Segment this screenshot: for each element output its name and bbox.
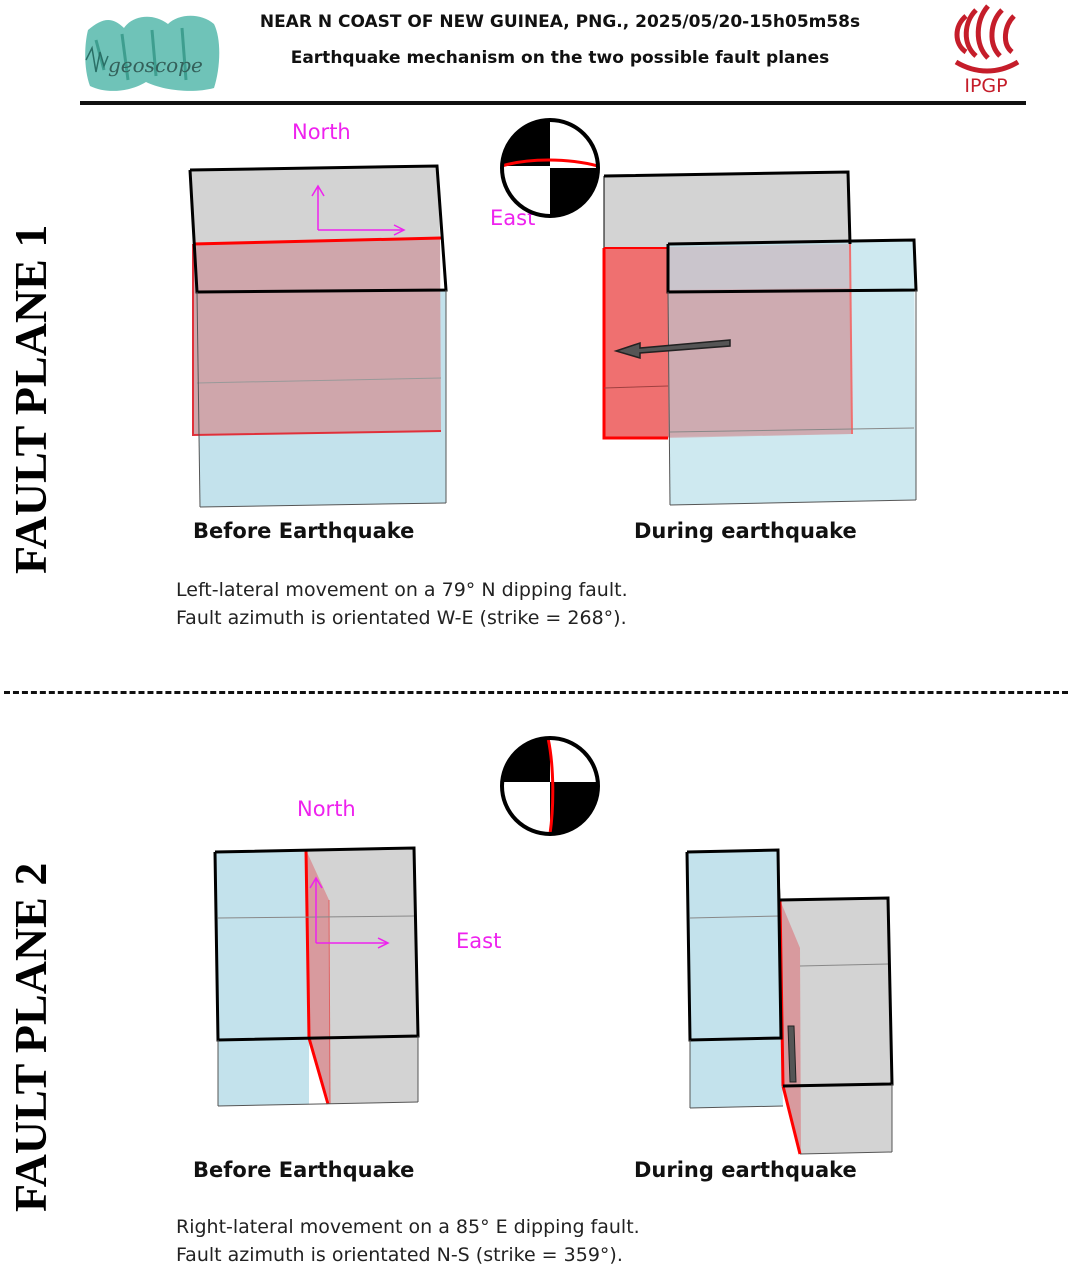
- plane1-before-caption: Before Earthquake: [193, 519, 415, 543]
- plane1-during-north-top: [604, 172, 850, 248]
- plane1-before-diagram: [188, 164, 448, 508]
- plane2-before-west-block: [215, 850, 309, 1040]
- ipgp-logo-text: IPGP: [964, 75, 1007, 97]
- header-subtitle: Earthquake mechanism on the two possible…: [290, 48, 830, 68]
- plane2-slip-arrow: [787, 1025, 797, 1083]
- geoscope-logo-text: geoscope: [108, 53, 203, 77]
- plane1-north-label: North: [292, 120, 351, 144]
- plane1-before-fault-plane: [193, 238, 441, 435]
- geoscope-logo: geoscope: [85, 15, 220, 91]
- plane2-description-line2: Fault azimuth is orientated N-S (strike …: [176, 1244, 623, 1266]
- plane1-beachball: [500, 118, 600, 218]
- plane1-slip-arrow: [613, 339, 731, 359]
- plane2-north-label: North: [297, 797, 356, 821]
- header-rule: [80, 101, 1026, 105]
- plane2-beachball: [500, 736, 600, 836]
- plane2-during-caption: During earthquake: [634, 1158, 857, 1182]
- plane2-description-line1: Right-lateral movement on a 85° E dippin…: [176, 1216, 640, 1238]
- plane1-during-diagram: [602, 170, 918, 506]
- plane2-before-caption: Before Earthquake: [193, 1158, 415, 1182]
- plane1-during-caption: During earthquake: [634, 519, 857, 543]
- plane2-before-fault-plane: [306, 850, 330, 1104]
- plane1-before-north-top: [190, 166, 440, 244]
- plane2-during-west-block: [687, 850, 781, 1040]
- plane2-east-label: East: [456, 929, 502, 953]
- plane2-during-east-block: [780, 898, 892, 1086]
- section-divider: [4, 691, 1068, 694]
- ipgp-logo: IPGP: [954, 4, 1020, 97]
- plane1-description-line1: Left-lateral movement on a 79° N dipping…: [176, 579, 628, 601]
- plane1-description-line2: Fault azimuth is orientated W-E (strike …: [176, 607, 627, 629]
- header-title: NEAR N COAST OF NEW GUINEA, PNG., 2025/0…: [259, 12, 861, 32]
